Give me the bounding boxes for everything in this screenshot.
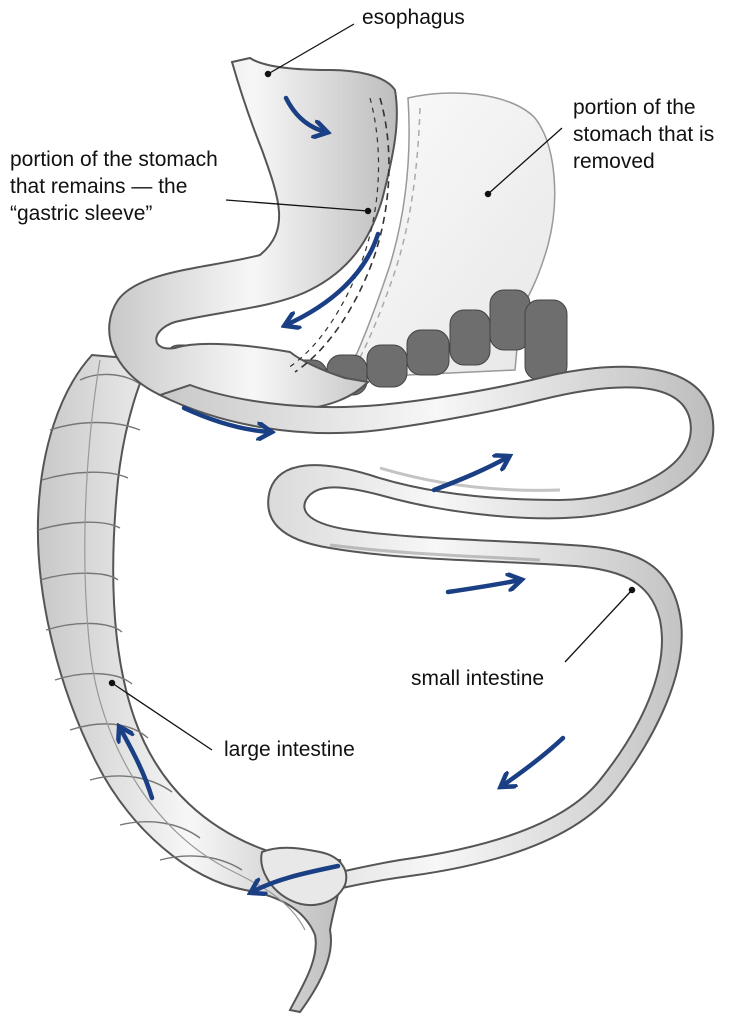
label-removed-line-2: stomach that is [573,121,714,148]
label-removed-stomach: portion of the stomach that is removed [573,94,714,175]
label-small-intestine: small intestine [411,665,544,692]
label-large-intestine: large intestine [224,736,355,763]
label-gastric-sleeve-line-2: that remains — the [10,173,218,200]
large-intestine [38,355,341,1012]
small-intestine [160,367,713,888]
label-gastric-sleeve-line-1: portion of the stomach [10,146,218,173]
label-removed-line-1: portion of the [573,94,714,121]
leader-esophagus [268,24,354,74]
arrow-loop-lower [448,580,520,592]
label-esophagus: esophagus [362,4,465,31]
label-gastric-sleeve: portion of the stomach that remains — th… [10,146,218,227]
label-removed-line-3: removed [573,148,714,175]
leader-small-intestine [565,590,632,662]
arrow-loop-upper [434,457,508,490]
arrow-descending [502,738,563,786]
label-gastric-sleeve-line-3: “gastric sleeve” [10,200,218,227]
